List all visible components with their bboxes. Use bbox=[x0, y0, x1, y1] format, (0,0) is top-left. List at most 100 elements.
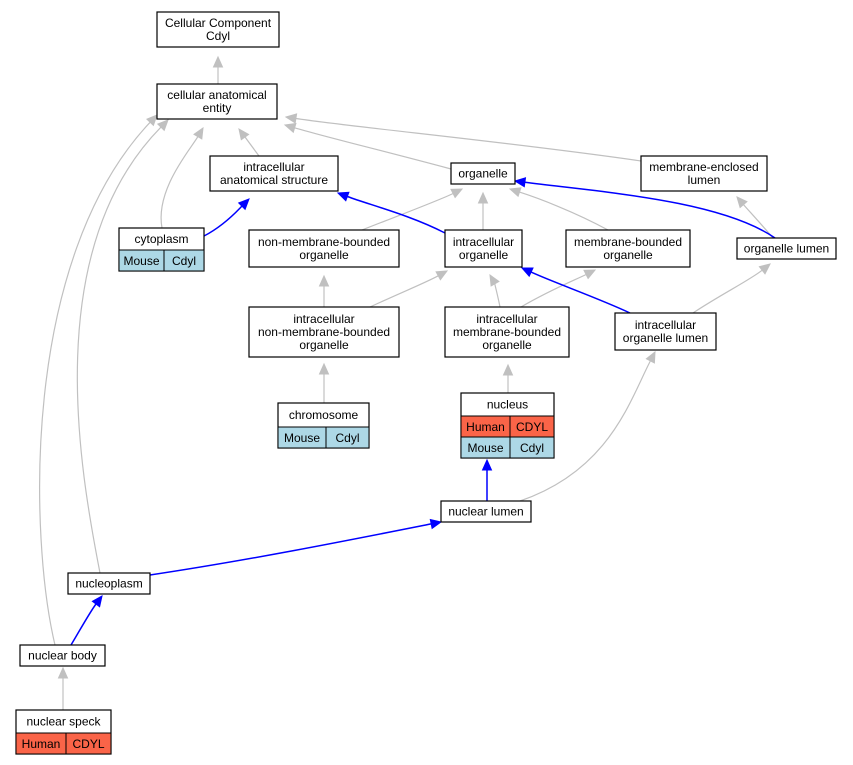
arrowhead-icon bbox=[513, 177, 527, 188]
arrowhead-icon bbox=[520, 267, 534, 278]
node-label: intracellular bbox=[476, 312, 537, 326]
mouse-gene-cell bbox=[509, 436, 555, 459]
edge-line bbox=[244, 136, 260, 157]
node-label: membrane-bounded bbox=[574, 235, 682, 249]
node-box bbox=[248, 229, 400, 268]
edge-line bbox=[494, 282, 501, 308]
edge-intracellular-organelle-lumen-to-organelle-lumen bbox=[692, 263, 771, 314]
node-box bbox=[444, 229, 523, 268]
node-label: Cdyl bbox=[206, 29, 230, 43]
node-box bbox=[67, 572, 151, 595]
arrowhead-icon bbox=[435, 270, 449, 281]
edge-line bbox=[524, 181, 776, 239]
edge-line bbox=[70, 603, 97, 646]
arrowhead-icon bbox=[238, 128, 250, 141]
edge-nuclear-lumen-to-nucleus bbox=[481, 458, 493, 501]
node-label: entity bbox=[203, 101, 232, 115]
node-intracellular-non-membrane-bounded-organelle[interactable]: intracellularnon-membrane-boundedorganel… bbox=[248, 306, 400, 358]
node-label: nucleus bbox=[487, 398, 528, 412]
edge-cytoplasm-to-cellular-anatomical-entity bbox=[160, 126, 204, 229]
edge-organelle-lumen-to-membrane-enclosed-lumen bbox=[736, 196, 774, 239]
edge-line bbox=[203, 205, 243, 237]
edge-line bbox=[743, 204, 774, 239]
node-box bbox=[440, 500, 532, 523]
edge-cytoplasm-to-intracellular-anatomical-structure bbox=[203, 198, 250, 237]
node-nuclear-body[interactable]: nuclear body bbox=[19, 644, 106, 667]
edge-nuclear-speck-to-nuclear-body bbox=[57, 666, 69, 710]
node-label: organelle bbox=[603, 248, 653, 262]
arrowhead-icon bbox=[57, 666, 69, 679]
node-box bbox=[19, 644, 106, 667]
mouse-gene-cell bbox=[325, 426, 370, 449]
arrowhead-icon bbox=[508, 187, 522, 198]
edge-nucleus-to-intracellular-membrane-bounded-organelle bbox=[502, 363, 514, 393]
node-label: non-membrane-bounded bbox=[258, 235, 390, 249]
node-label: cytoplasm bbox=[134, 232, 188, 246]
arrowhead-icon bbox=[284, 113, 298, 124]
gene-label: Cdyl bbox=[520, 441, 544, 455]
node-label: intracellular bbox=[293, 312, 354, 326]
node-nuclear-lumen[interactable]: nuclear lumen bbox=[440, 500, 532, 523]
node-label: organelle lumen bbox=[744, 242, 829, 256]
node-organelle[interactable]: organelle bbox=[450, 162, 516, 185]
mouse-gene-cell bbox=[163, 249, 205, 272]
node-box bbox=[156, 83, 278, 120]
gene-label: Cdyl bbox=[335, 431, 359, 445]
arrowhead-icon bbox=[91, 595, 103, 608]
species-label: Human bbox=[22, 737, 61, 751]
edge-line bbox=[519, 191, 609, 231]
node-box bbox=[156, 11, 280, 48]
edge-line bbox=[692, 269, 763, 314]
edge-non-membrane-bounded-organelle-to-organelle bbox=[361, 188, 464, 231]
human-gene-cell bbox=[65, 732, 112, 755]
node-label: nuclear lumen bbox=[448, 505, 523, 519]
node-label: nuclear body bbox=[28, 649, 97, 663]
edge-line bbox=[519, 360, 651, 502]
edge-line bbox=[361, 192, 454, 231]
edge-nuclear-lumen-to-intracellular-organelle-lumen bbox=[519, 350, 656, 502]
edges-layer bbox=[39, 55, 776, 710]
node-box bbox=[614, 312, 717, 351]
edge-line bbox=[520, 273, 587, 308]
arrowhead-icon bbox=[318, 274, 330, 287]
gene-label: CDYL bbox=[72, 737, 104, 751]
arrowhead-icon bbox=[146, 114, 158, 127]
edge-nucleoplasm-to-cellular-anatomical-entity bbox=[76, 119, 169, 574]
arrowhead-icon bbox=[502, 363, 514, 376]
node-label: organelle bbox=[459, 248, 509, 262]
edge-intracellular-non-membrane-bounded-organelle-to-intracellular-organelle bbox=[369, 270, 449, 308]
edge-line bbox=[294, 127, 452, 170]
edge-line bbox=[149, 523, 432, 576]
edge-line bbox=[39, 121, 151, 646]
edge-line bbox=[160, 136, 199, 229]
node-box bbox=[444, 306, 570, 358]
edge-nuclear-body-to-nucleoplasm bbox=[70, 595, 103, 646]
arrowhead-icon bbox=[450, 188, 464, 199]
species-label: Human bbox=[466, 420, 505, 434]
node-box bbox=[736, 237, 837, 260]
edge-nucleoplasm-to-nuclear-lumen bbox=[149, 518, 443, 576]
node-organelle-lumen[interactable]: organelle lumen bbox=[736, 237, 837, 260]
edge-line bbox=[530, 271, 631, 314]
node-box bbox=[248, 306, 400, 358]
node-label: non-membrane-bounded bbox=[258, 325, 390, 339]
node-label: intracellular bbox=[243, 160, 304, 174]
arrowhead-icon bbox=[237, 198, 250, 211]
edge-chromosome-to-intracellular-non-membrane-bounded-organelle bbox=[318, 362, 330, 403]
edge-cellular-anatomical-entity-to-root bbox=[212, 55, 224, 84]
node-nucleoplasm[interactable]: nucleoplasm bbox=[67, 572, 151, 595]
